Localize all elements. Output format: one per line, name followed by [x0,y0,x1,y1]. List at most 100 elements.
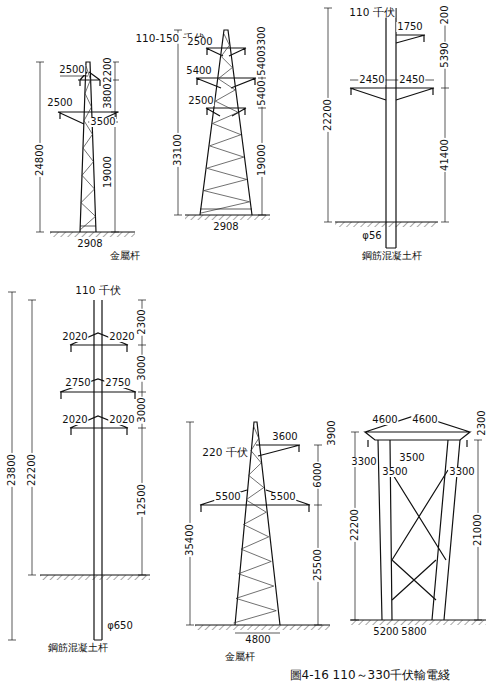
dimension-value: 2450 [398,75,425,85]
brace-stroke [201,202,250,213]
brace-stroke [85,80,91,94]
dimension-value: 19000 [257,143,267,177]
brace-stroke [218,68,232,79]
brace-stroke [246,488,264,500]
dimension-value: 33100 [173,133,183,167]
dimension-value: 23800 [7,453,17,487]
brace-stroke [249,463,262,475]
voltage-title: 110 千伏 [348,7,395,18]
dimension-value: 2908 [212,222,239,232]
dimension-value: 3900 [327,419,337,446]
dimension-value: 3500 [89,117,116,127]
dimension-value: 22200 [323,98,333,132]
ground-lines [40,215,486,630]
dimension-value: 2450 [358,75,385,85]
dimension-value: 4600 [371,415,398,425]
brace-stroke [215,101,238,112]
voltage-title: 220 千伏 [201,447,248,458]
pole-material: 金屬杆 [109,251,141,261]
dimension-value: 5400 [185,66,212,76]
dimension-value: 24800 [35,143,45,177]
dimension-value: 1750 [396,22,423,32]
brace-stroke [239,574,274,586]
dimension-value: 22200 [350,508,360,542]
dimension-value: 2300 [137,308,147,335]
dimension-value: 200 [440,4,450,25]
brace-stroke [246,500,266,512]
dimension-value: 3600 [271,432,298,442]
dimension-value: 4600 [411,415,438,425]
tower-outlines [58,8,470,640]
dimension-value: 2750 [64,378,91,388]
brace-stroke [221,45,229,56]
dimension-value: 5200 [372,627,399,637]
dimension-value: 2020 [61,415,88,425]
dimension-value: 2300 [477,409,487,436]
brace-stroke [221,56,232,67]
brace-stroke [85,93,92,107]
dimension-value: 2020 [108,332,135,342]
dimension-value: 5500 [214,492,241,502]
dimension-value: 5400 [257,79,267,106]
dimension-value: 2500 [58,65,85,75]
brace-stroke [207,157,244,168]
brace-stroke [82,162,94,176]
dimension-value: 41400 [440,138,450,172]
dimension-value: 19000 [103,155,113,189]
brace-stroke [218,79,235,90]
brace-stroke [236,586,274,598]
brace-stroke [254,426,259,438]
brace-stroke [204,191,250,202]
dimension-value: 5800 [400,627,427,637]
brace-stroke [213,124,241,135]
brace-stroke [83,134,93,148]
brace-stroke [81,189,95,203]
dimension-value: φ650 [106,621,134,631]
dimension-value: 35400 [185,523,195,557]
dimension-value: 2200 [103,56,113,83]
dimension-value: 3000 [137,396,147,423]
dimension-value: 4800 [244,635,271,645]
brace-stroke [224,34,229,45]
dimension-value: 6000 [313,461,323,488]
brace-stroke [239,561,272,573]
dimension-value: 5400 [257,49,267,76]
dimension-value: 22200 [27,453,37,487]
brace-stroke [251,438,259,450]
dimension-value: 2500 [46,98,73,108]
brace-stroke [244,512,267,524]
dimension-value: 5390 [440,41,450,68]
dimension-value: 2020 [61,332,88,342]
brace-stroke [241,537,269,549]
brace-stroke [210,146,244,157]
brace-stroke [83,148,94,162]
brace-stroke [213,112,239,123]
brace-stroke [207,168,247,179]
dimension-value: 3500 [381,467,408,477]
brace-stroke [86,66,91,80]
pole-material: 鋼筋混凝土杆 [47,643,109,653]
dimension-value: 12500 [137,483,147,517]
dimension-value: 3300 [350,457,377,467]
brace-stroke [80,216,96,230]
brace-stroke [236,598,276,610]
dimension-lines [8,8,486,640]
dimension-value: 5500 [269,492,296,502]
brace-stroke [234,611,277,623]
dimension-value: 21000 [473,513,483,547]
brace-stroke [244,525,269,537]
dimension-value: 2750 [104,378,131,388]
voltage-title: 110 千伏 [74,285,121,296]
figure-caption: 圖4-16 110～330千伏輸電綫 [289,669,452,681]
pole-material: 鋼筋混凝土杆 [361,251,423,261]
brace-stroke [251,451,261,463]
dimension-value: 2908 [76,239,103,249]
dimension-value: 3300 [448,467,475,477]
dimension-value: 3800 [103,82,113,109]
dimension-value: 2020 [108,415,135,425]
pole-material: 金屬杆 [224,652,256,662]
brace-stroke [210,135,241,146]
brace-stroke [82,175,95,189]
dimension-value: 2500 [186,37,213,47]
